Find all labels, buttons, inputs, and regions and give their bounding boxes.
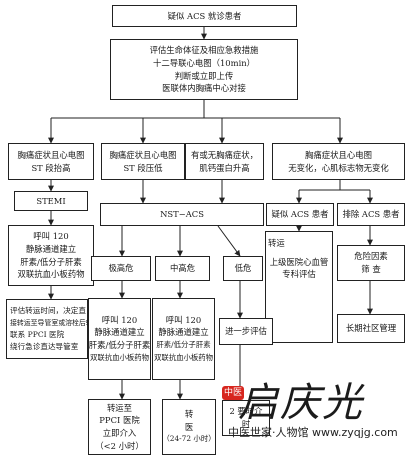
- risk-factors-line-1: 危险因素: [354, 251, 388, 262]
- nste-acs-label: NST−ACS: [160, 209, 204, 220]
- troponin-line-1: 有或无胸痛症状，: [191, 149, 258, 160]
- transfer-evaluation-line-3: 专科评估: [282, 269, 316, 280]
- partial-24h-box: 2 要时介 时: [222, 400, 270, 436]
- excluded-acs-label: 排除 ACS 患者: [342, 209, 400, 220]
- partial-24h-line-2: 时: [241, 419, 251, 429]
- nste-acs-box: NST−ACS: [100, 203, 264, 226]
- very-high-action-1: 呼叫 120: [101, 314, 138, 325]
- troponin-box: 有或无胸痛症状， 肌钙蛋白升高: [185, 143, 264, 180]
- very-high-risk-label: 极高危: [108, 263, 134, 274]
- watermark-url: 中医世家·人物馆 www.zyqjg.com: [228, 426, 398, 439]
- stemi-action-3: 肝素/低分子肝素: [20, 256, 82, 267]
- watermark-calligraphy: 启庆光: [238, 380, 364, 426]
- high-actions-box: 呼叫 120 静脉通道建立 肝素/低分子肝素 双联抗血小板药物: [152, 298, 215, 380]
- very-high-action-4: 双联抗血小板药物: [89, 352, 150, 362]
- no-change-box: 胸痛症状且心电图 无变化，心肌标志物无变化: [272, 143, 405, 180]
- low-risk-label: 低危: [234, 263, 252, 274]
- stemi-action-4: 双联抗血小板药物: [17, 269, 85, 280]
- excluded-acs-box: 排除 ACS 患者: [337, 203, 405, 226]
- st-depression-line-2: ST 段压低: [123, 162, 163, 173]
- very-high-action-3: 肝素/低分子肝素: [88, 340, 151, 350]
- troponin-line-2: 肌钙蛋白升高: [199, 162, 250, 173]
- suspected-acs-box: 疑似 ACS 就诊患者: [112, 5, 297, 27]
- stemi-box: STEMI: [14, 191, 88, 211]
- partial-24h-line-1: 2 要时介: [229, 406, 263, 417]
- high-risk-box: 中高危: [155, 256, 210, 281]
- very-high-action-2: 静脉通道建立: [94, 327, 145, 338]
- high-action-1: 呼叫 120: [165, 314, 202, 325]
- long-term-management-label: 长期社区管理: [345, 323, 397, 334]
- high-action-3: 肝素/低分子肝素: [156, 340, 211, 349]
- no-change-line-2: 无变化，心肌标志物无变化: [288, 162, 389, 173]
- transfer-evaluation-line-2: 上级医院心血管: [269, 256, 329, 267]
- no-change-line-1: 胸痛症状且心电图: [305, 149, 372, 160]
- transfer-ppci-line-3: 立即介入: [102, 428, 137, 438]
- risk-factors-box: 危险因素 筛 查: [337, 245, 405, 281]
- assessment-line-3: 判断或立即上传: [174, 70, 234, 81]
- further-evaluation-label: 进一步评估: [225, 326, 267, 337]
- transfer-evaluation-line-1: 转运: [268, 238, 285, 248]
- long-term-management-box: 长期社区管理: [337, 314, 405, 343]
- transfer-24-72-line-2: 医: [184, 421, 194, 432]
- stemi-action-1: 呼叫 120: [33, 231, 69, 242]
- assessment-line-4: 医联体内胸痛中心对接: [162, 83, 246, 94]
- stemi-action-2: 静脉通道建立: [25, 243, 77, 254]
- suspected-acs-patient-box: 疑似 ACS 患者: [266, 203, 334, 226]
- st-depression-box: 胸痛症状且心电图 ST 段压低: [101, 143, 185, 180]
- suspected-acs-line-1: 疑似 ACS 就诊患者: [167, 10, 242, 21]
- transfer-ppci-line-4: （<2 小时）: [95, 440, 144, 451]
- st-depression-line-1: 胸痛症状且心电图: [109, 149, 177, 160]
- st-elevation-line-2: ST 段抬高: [31, 162, 71, 173]
- low-risk-box: 低危: [223, 256, 263, 281]
- assessment-line-1: 评估生命体征及相应急救措施: [149, 45, 259, 56]
- stemi-transfer-box: 评估转运时间，决定直 接转运至导管室或溶栓后转运 联系 PPCI 医院 绕行急诊…: [6, 299, 100, 359]
- initial-assessment-box: 评估生命体征及相应急救措施 十二导联心电图（10min） 判断或立即上传 医联体…: [110, 39, 298, 100]
- transfer-evaluation-box: 转运 上级医院心血管 专科评估: [265, 231, 333, 343]
- high-action-2: 静脉通道建立: [158, 327, 209, 338]
- stemi-transfer-line-2: 接转运至导管室或溶栓后转运: [10, 318, 100, 327]
- transfer-ppci-line-1: 转运至: [106, 402, 133, 413]
- high-risk-label: 中高危: [169, 263, 196, 274]
- very-high-actions-box: 呼叫 120 静脉通道建立 肝素/低分子肝素 双联抗血小板药物: [88, 298, 151, 380]
- transfer-24-72-box: 转 医 （24-72 小时）: [162, 399, 216, 455]
- stemi-actions-box: 呼叫 120 静脉通道建立 肝素/低分子肝素 双联抗血小板药物: [8, 225, 94, 286]
- watermark-seal: 中医: [222, 386, 244, 400]
- further-evaluation-box: 进一步评估: [219, 318, 273, 345]
- assessment-line-2: 十二导联心电图（10min）: [152, 57, 256, 68]
- transfer-24-72-line-1: 转: [184, 409, 194, 420]
- st-elevation-box: 胸痛症状且心电图 ST 段抬高: [8, 143, 94, 180]
- stemi-transfer-line-4: 绕行急诊直达导管室: [10, 342, 79, 352]
- transfer-24-72-line-3: （24-72 小时）: [162, 434, 216, 444]
- stemi-transfer-line-3: 联系 PPCI 医院: [10, 330, 65, 339]
- stemi-transfer-line-1: 评估转运时间，决定直: [10, 305, 86, 315]
- transfer-ppci-box: 转运至 PPCI 医院 立即介入 （<2 小时）: [88, 399, 151, 455]
- very-high-risk-box: 极高危: [91, 256, 151, 281]
- transfer-ppci-line-2: PPCI 医院: [99, 415, 140, 426]
- stemi-label: STEMI: [36, 195, 66, 206]
- high-action-4: 双联抗血小板药物: [153, 352, 214, 362]
- risk-factors-line-2: 筛 查: [361, 264, 381, 274]
- st-elevation-line-1: 胸痛症状且心电图: [17, 149, 85, 160]
- suspected-acs-patient-label: 疑似 ACS 患者: [271, 209, 329, 220]
